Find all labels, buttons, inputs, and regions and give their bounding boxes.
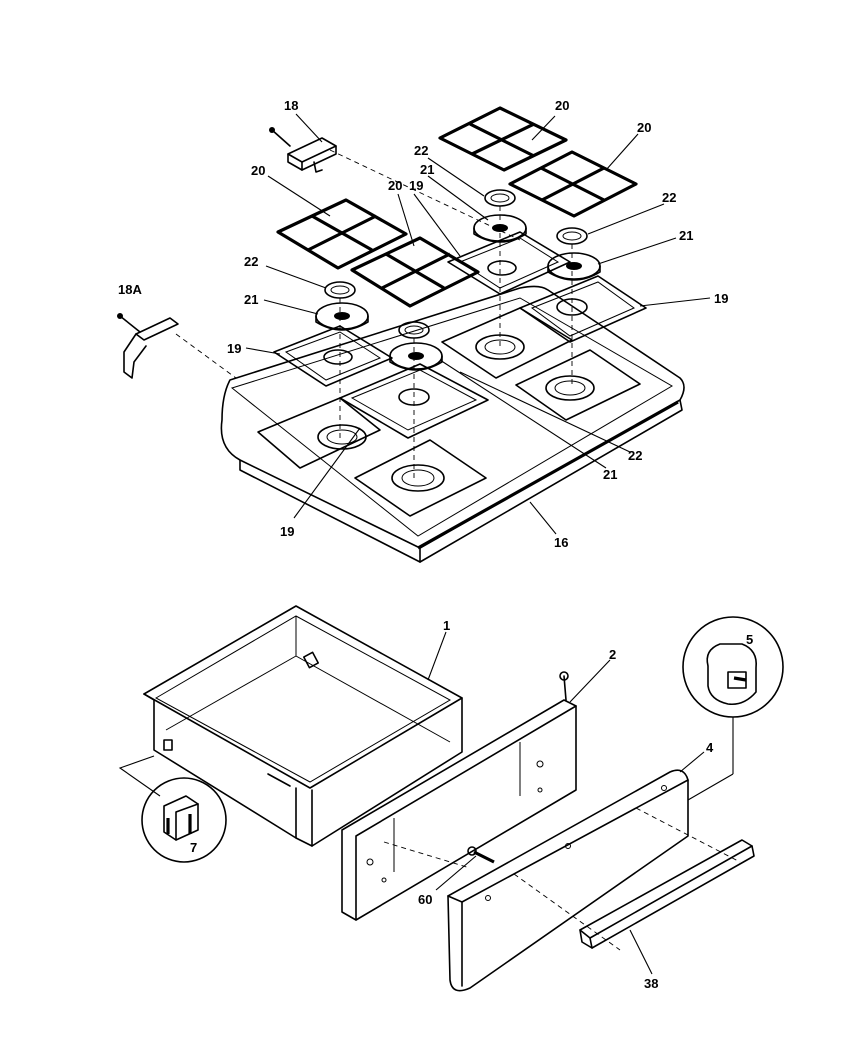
- callout-22-bottom-right: 22: [628, 448, 642, 463]
- callout-20-top-center: 20: [555, 98, 569, 113]
- callout-38: 38: [644, 976, 658, 991]
- callout-21-left: 21: [244, 292, 258, 307]
- hinge-bracket-18: [269, 127, 521, 241]
- burner-head-right-front: [547, 252, 601, 281]
- callout-20-left: 20: [251, 163, 265, 178]
- hinge-bracket-18a: [117, 313, 237, 379]
- drawer-panel: [341, 671, 577, 921]
- cooktop-body: [220, 285, 685, 563]
- burner-head-left-front: [389, 342, 443, 371]
- callout-labels: 18 18A 20 20 20 20 22 22 22 22 21 21 21 …: [118, 98, 753, 991]
- callout-16: 16: [554, 535, 568, 550]
- callout-21-bottom-right: 21: [603, 467, 617, 482]
- callout-18: 18: [284, 98, 298, 113]
- callout-5: 5: [746, 632, 753, 647]
- burner-pan-left-rear: [273, 325, 393, 387]
- callout-7: 7: [190, 840, 197, 855]
- callout-22-top: 22: [414, 143, 428, 158]
- callout-21-right: 21: [679, 228, 693, 243]
- cooktop-burner-wells: [257, 307, 641, 517]
- screw-60: [467, 846, 495, 864]
- grate-left-rear: [276, 198, 408, 270]
- callout-19-left: 19: [227, 341, 241, 356]
- cooktop-alignment-lines: [339, 206, 573, 478]
- callout-19-bottom: 19: [280, 524, 294, 539]
- detail-circle-5: [682, 616, 784, 801]
- callout-18a: 18A: [118, 282, 142, 297]
- callout-2: 2: [609, 647, 616, 662]
- grate-right-front: [508, 150, 638, 218]
- drawer-front: [447, 769, 741, 992]
- callout-4: 4: [706, 740, 714, 755]
- callout-1: 1: [443, 618, 450, 633]
- burner-head-left-rear: [315, 302, 369, 331]
- trim-38: [579, 839, 755, 949]
- grate-right-rear: [438, 106, 568, 172]
- callout-19-top: 19: [409, 178, 423, 193]
- callout-20-middle: 20: [388, 178, 402, 193]
- grate-left-front: [350, 236, 480, 308]
- callout-19-right: 19: [714, 291, 728, 306]
- callout-21-top: 21: [420, 162, 434, 177]
- callout-22-right: 22: [662, 190, 676, 205]
- callout-60: 60: [418, 892, 432, 907]
- detail-circle-7: [118, 755, 227, 863]
- leader-lines: [245, 113, 711, 975]
- callout-22-left: 22: [244, 254, 258, 269]
- drawer-box: [143, 605, 463, 847]
- callout-20-top-right: 20: [637, 120, 651, 135]
